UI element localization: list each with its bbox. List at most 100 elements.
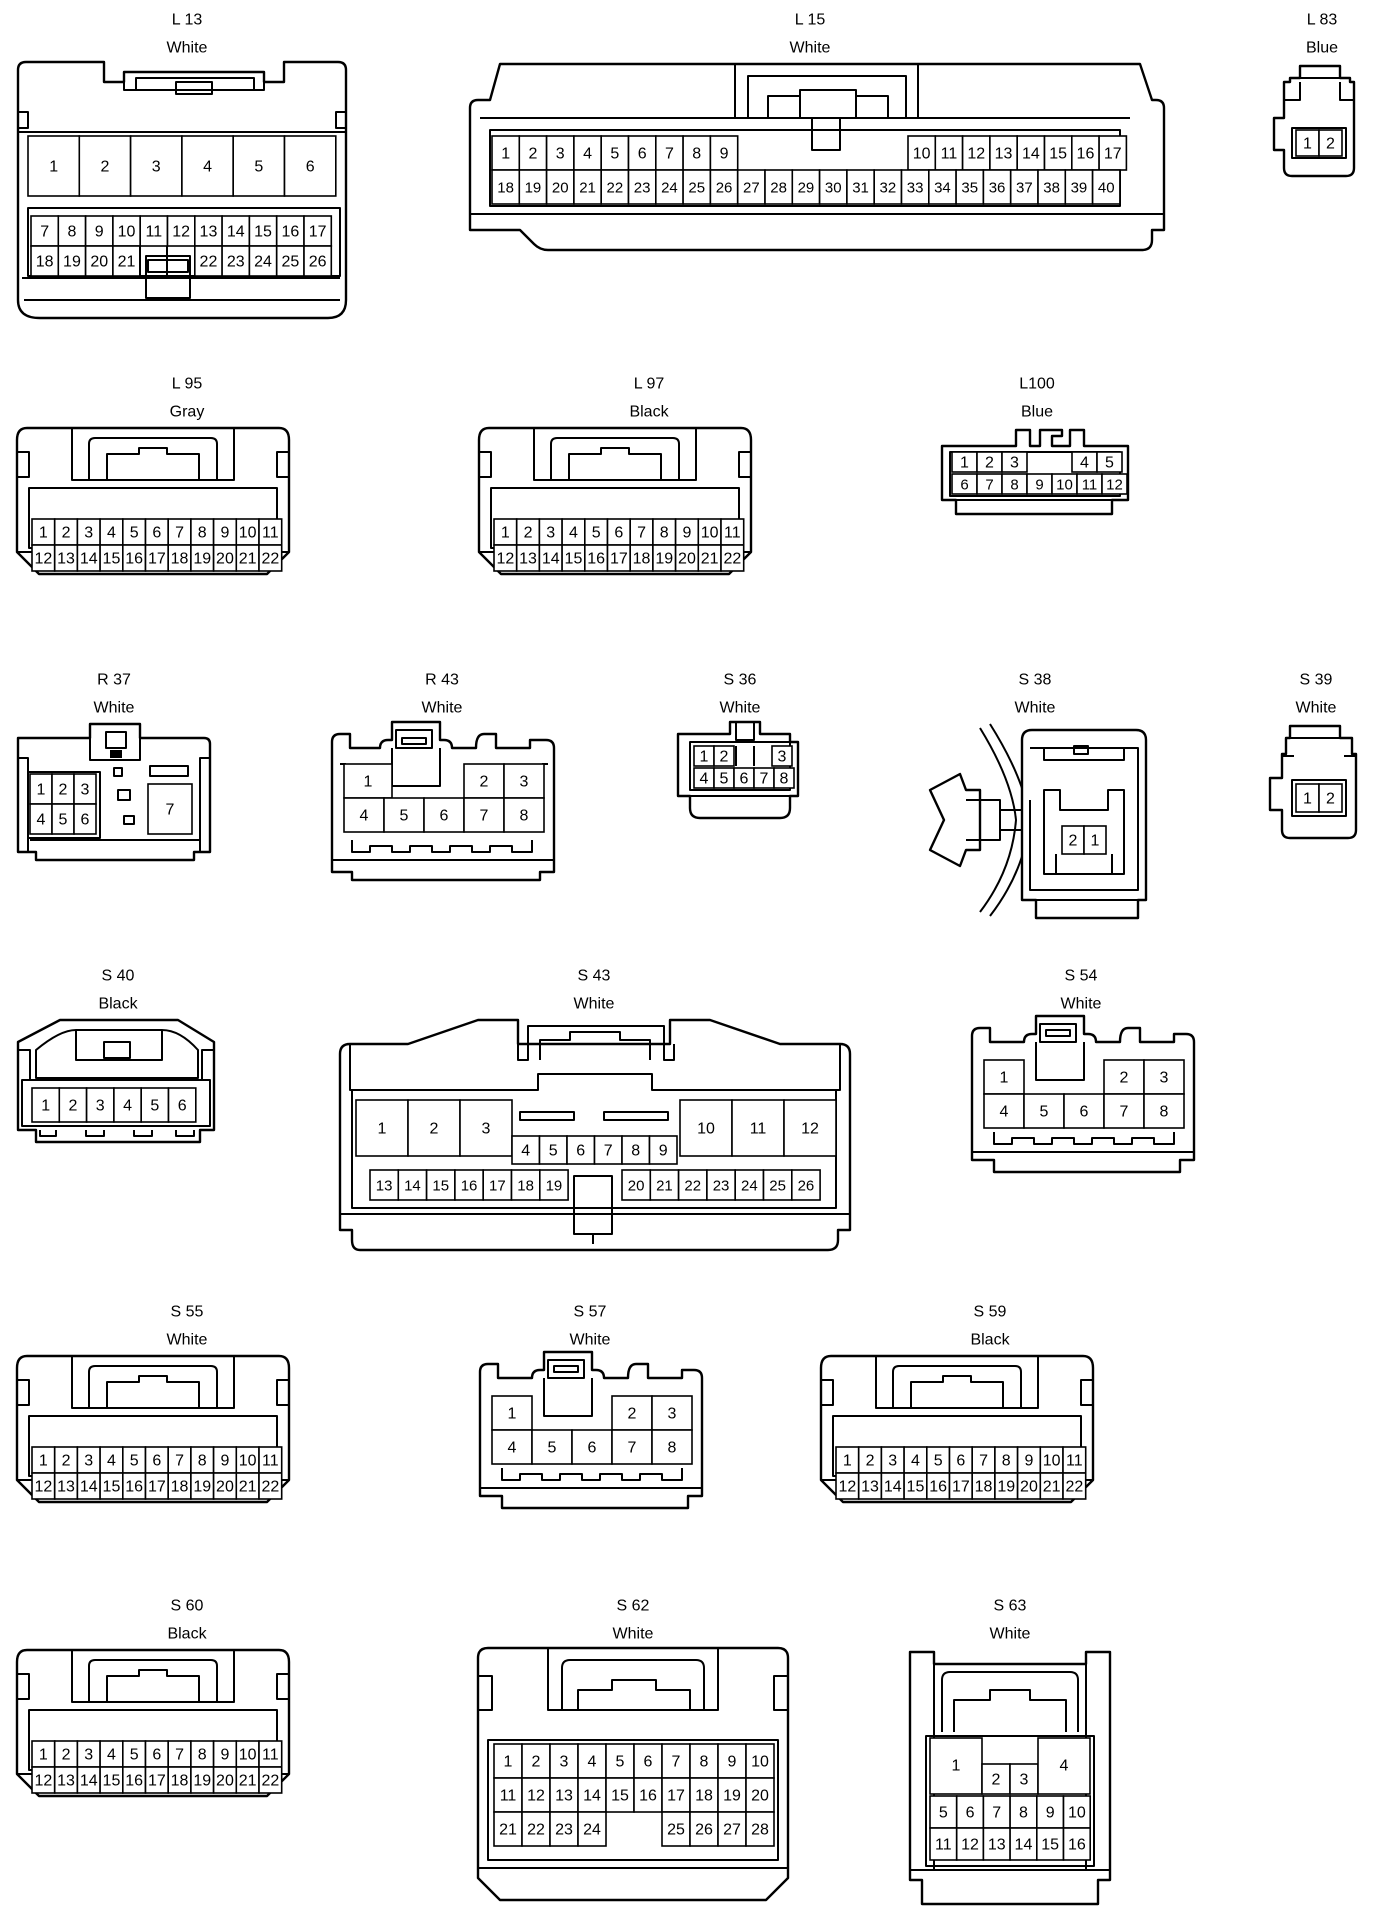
pin-number: 17 <box>148 1773 166 1790</box>
pin-number: 7 <box>979 1453 988 1470</box>
pin-number: 1 <box>364 774 373 791</box>
pin-number: 1 <box>39 1747 48 1764</box>
pin-number: 3 <box>668 1406 677 1423</box>
pin-number: 27 <box>723 1822 741 1839</box>
pin-number: 18 <box>171 551 189 568</box>
pin-number: 6 <box>1080 1104 1089 1121</box>
pin-number: 30 <box>825 180 842 197</box>
pin-number: 7 <box>637 525 646 542</box>
pin-number: 1 <box>1091 833 1100 850</box>
pin-number: 15 <box>432 1178 449 1195</box>
pin-number: 7 <box>604 1143 613 1160</box>
pin-number: 7 <box>166 802 175 819</box>
pin-number: 11 <box>262 1453 279 1470</box>
pin-number: 17 <box>610 551 628 568</box>
pin-number: 5 <box>130 1747 139 1764</box>
pin-number: 1 <box>843 1453 852 1470</box>
pin-number: 21 <box>239 1479 257 1496</box>
pin-number: 2 <box>528 146 537 163</box>
pin-number: 16 <box>461 1178 478 1195</box>
pin-number: 28 <box>751 1822 769 1839</box>
pin-number: 21 <box>499 1822 517 1839</box>
pin-number: 20 <box>90 254 108 271</box>
pin-number: 5 <box>1105 455 1114 472</box>
pin-number: 1 <box>960 455 969 472</box>
connector-color: White <box>167 1332 208 1349</box>
pin-number: 6 <box>152 525 161 542</box>
pin-number: 26 <box>695 1822 713 1839</box>
connector-name: S 57 <box>574 1304 607 1321</box>
pin-number: 5 <box>939 1805 948 1822</box>
pin-number: 4 <box>1080 455 1089 472</box>
pin-number: 9 <box>220 1453 229 1470</box>
pin-number: 24 <box>661 180 678 197</box>
connector-name: L 15 <box>795 12 826 29</box>
pin-number: 20 <box>678 551 696 568</box>
pin-number: 7 <box>175 525 184 542</box>
pin-number: 2 <box>59 782 68 799</box>
pin-number: 3 <box>1020 1772 1029 1789</box>
pin-number: 9 <box>659 1143 668 1160</box>
pin-number: 5 <box>254 159 263 176</box>
pin-number: 18 <box>633 551 651 568</box>
pin-number: 19 <box>723 1788 741 1805</box>
connector-color: White <box>1296 700 1337 717</box>
pin-number: 14 <box>404 1178 421 1195</box>
pin-number: 13 <box>200 224 218 241</box>
pin-number: 19 <box>193 551 211 568</box>
pin-number: 1 <box>508 1406 517 1423</box>
pin-number: 16 <box>1068 1837 1086 1854</box>
pin-number: 4 <box>700 771 709 788</box>
pin-number: 20 <box>216 1773 234 1790</box>
pin-number: 2 <box>985 455 994 472</box>
pin-number: 4 <box>521 1143 530 1160</box>
pin-number: 39 <box>1071 180 1088 197</box>
pin-number: 26 <box>798 1178 815 1195</box>
connector-name: S 38 <box>1019 672 1052 689</box>
pin-number: 5 <box>720 771 729 788</box>
pin-number: 6 <box>440 808 449 825</box>
pin-number: 2 <box>866 1453 875 1470</box>
pin-number: 2 <box>524 525 533 542</box>
pin-number: 11 <box>146 224 163 241</box>
pin-number: 18 <box>695 1788 713 1805</box>
pin-number: 14 <box>80 1479 98 1496</box>
pin-number: 13 <box>995 146 1013 163</box>
pin-number: 2 <box>992 1772 1001 1789</box>
pin-number: 33 <box>907 180 924 197</box>
pin-number: 25 <box>769 1178 786 1195</box>
pin-number: 25 <box>281 254 299 271</box>
pin-number: 16 <box>929 1479 947 1496</box>
pin-number: 15 <box>1041 1837 1059 1854</box>
pin-number: 12 <box>838 1479 856 1496</box>
connector-name: L100 <box>1019 376 1055 393</box>
pin-number: 20 <box>216 1479 234 1496</box>
pin-number: 37 <box>1016 180 1033 197</box>
connector-color: Black <box>98 996 138 1013</box>
pin-number: 19 <box>655 551 673 568</box>
connector-color: Blue <box>1306 40 1338 57</box>
pin-number: 19 <box>997 1479 1015 1496</box>
pin-number: 13 <box>519 551 537 568</box>
connector-name: S 43 <box>578 968 611 985</box>
connector-color: Gray <box>170 404 205 421</box>
pin-number: 5 <box>934 1453 943 1470</box>
pin-number: 1 <box>501 146 510 163</box>
pin-number: 15 <box>1049 146 1067 163</box>
pin-number: 7 <box>175 1453 184 1470</box>
pin-number: 5 <box>548 1440 557 1457</box>
pin-number: 5 <box>616 1754 625 1771</box>
pin-number: 11 <box>500 1788 517 1805</box>
pin-number: 2 <box>480 774 489 791</box>
pin-number: 5 <box>1040 1104 1049 1121</box>
pin-number: 8 <box>198 1747 207 1764</box>
pin-number: 7 <box>985 477 993 494</box>
pin-number: 11 <box>941 146 958 163</box>
